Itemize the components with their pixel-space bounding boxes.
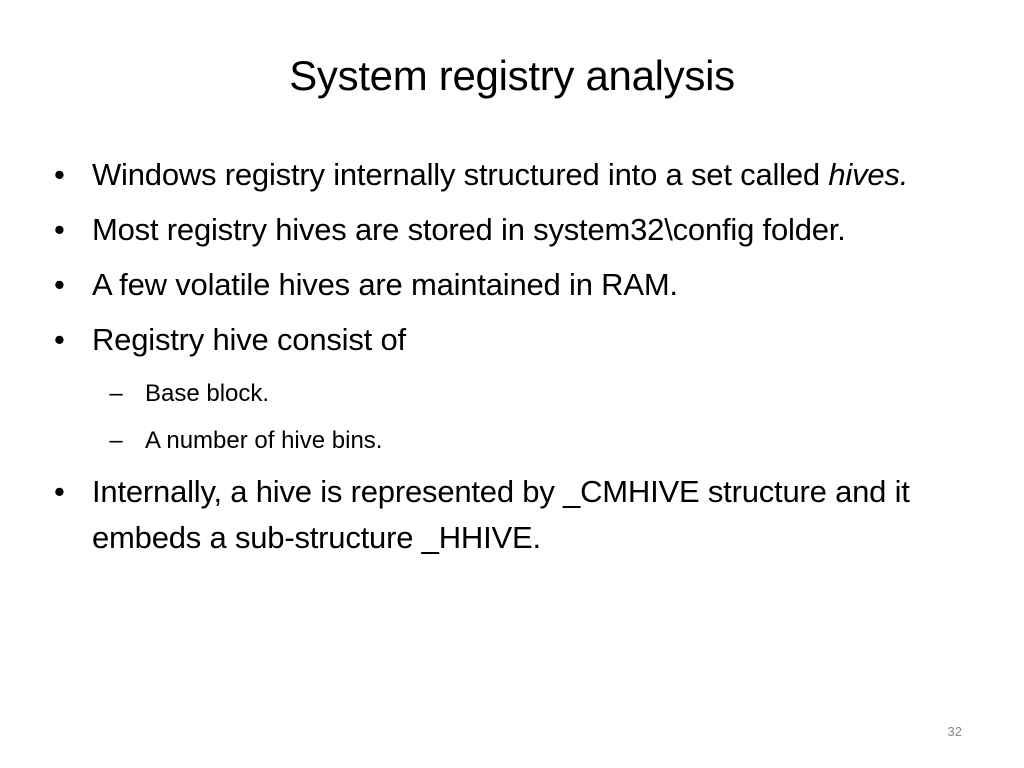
bullet-marker: • [54,157,65,192]
bullet-text: Internally, a hive is represented by _CM… [92,474,910,555]
bullet-marker: • [54,212,65,247]
bullet-text: Windows registry internally structured i… [92,157,829,192]
sub-bullet-item: – Base block. [52,375,982,413]
sub-bullet-marker: – [109,380,123,407]
bullet-marker: • [54,322,65,357]
sub-bullet-text: Base block. [145,380,270,407]
slide-title: System registry analysis [289,52,735,99]
bullet-text: Registry hive consist of [92,322,406,357]
slide-page-number: 32 [947,724,962,739]
bullet-marker: • [54,267,65,302]
slide-body: • Windows registry internally structured… [52,152,982,570]
sub-bullet-marker: – [109,427,123,454]
bullet-item: • Windows registry internally structured… [52,152,982,198]
sub-bullet-text: A number of hive bins. [145,427,383,454]
bullet-item: • Most registry hives are stored in syst… [52,207,982,253]
bullet-item: • Registry hive consist of [52,317,982,363]
bullet-text: A few volatile hives are maintained in R… [92,267,678,302]
sub-bullet-item: – A number of hive bins. [52,422,982,460]
bullet-item: • Internally, a hive is represented by _… [52,469,982,561]
bullet-text: Most registry hives are stored in system… [92,212,846,247]
bullet-marker: • [54,474,65,509]
bullet-item: • A few volatile hives are maintained in… [52,262,982,308]
bullet-emphasis: hives. [828,157,909,192]
